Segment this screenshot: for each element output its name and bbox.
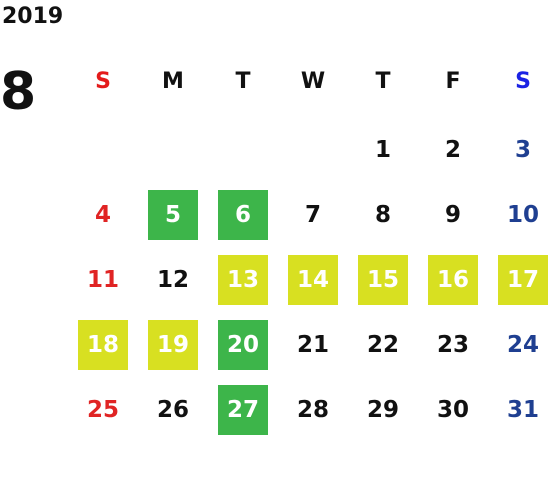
- calendar-day-20[interactable]: 20: [218, 320, 268, 370]
- calendar-day-12[interactable]: 12: [156, 267, 189, 293]
- calendar-day-1[interactable]: 1: [374, 137, 391, 163]
- calendar-day-19[interactable]: 19: [148, 320, 198, 370]
- calendar-day-2[interactable]: 2: [444, 137, 461, 163]
- calendar-day-31[interactable]: 31: [506, 397, 539, 423]
- calendar-day-16[interactable]: 16: [428, 255, 478, 305]
- calendar-day-5[interactable]: 5: [148, 190, 198, 240]
- calendar-day-26[interactable]: 26: [156, 397, 189, 423]
- calendar-day-17[interactable]: 17: [498, 255, 548, 305]
- calendar-day-11[interactable]: 11: [86, 267, 119, 293]
- calendar-day-18[interactable]: 18: [78, 320, 128, 370]
- calendar-day-24[interactable]: 24: [506, 332, 539, 358]
- weekday-mon: M: [162, 69, 184, 94]
- weekday-tue: T: [235, 69, 251, 94]
- calendar-day-8[interactable]: 8: [374, 202, 391, 228]
- calendar-day-13[interactable]: 13: [218, 255, 268, 305]
- weekday-header-row: S M T W T F S: [0, 62, 548, 102]
- calendar-day-23[interactable]: 23: [436, 332, 469, 358]
- calendar-day-10[interactable]: 10: [506, 202, 539, 228]
- weekday-fri: F: [445, 69, 461, 94]
- year-label: 2019: [2, 4, 64, 29]
- calendar-day-27[interactable]: 27: [218, 385, 268, 435]
- weekday-thu: T: [375, 69, 391, 94]
- calendar-day-30[interactable]: 30: [436, 397, 469, 423]
- calendar-day-15[interactable]: 15: [358, 255, 408, 305]
- calendar-day-4[interactable]: 4: [94, 202, 111, 228]
- calendar-day-29[interactable]: 29: [366, 397, 399, 423]
- month-label: 8: [0, 62, 37, 122]
- calendar-day-21[interactable]: 21: [296, 332, 329, 358]
- calendar-day-22[interactable]: 22: [366, 332, 399, 358]
- calendar-day-6[interactable]: 6: [218, 190, 268, 240]
- calendar-day-28[interactable]: 28: [296, 397, 329, 423]
- calendar-day-3[interactable]: 3: [514, 137, 531, 163]
- calendar-day-9[interactable]: 9: [444, 202, 461, 228]
- weekday-sat: S: [515, 69, 531, 94]
- weekday-wed: W: [300, 69, 326, 94]
- calendar-day-14[interactable]: 14: [288, 255, 338, 305]
- calendar-day-7[interactable]: 7: [304, 202, 321, 228]
- weekday-sun: S: [95, 69, 111, 94]
- calendar-day-25[interactable]: 25: [86, 397, 119, 423]
